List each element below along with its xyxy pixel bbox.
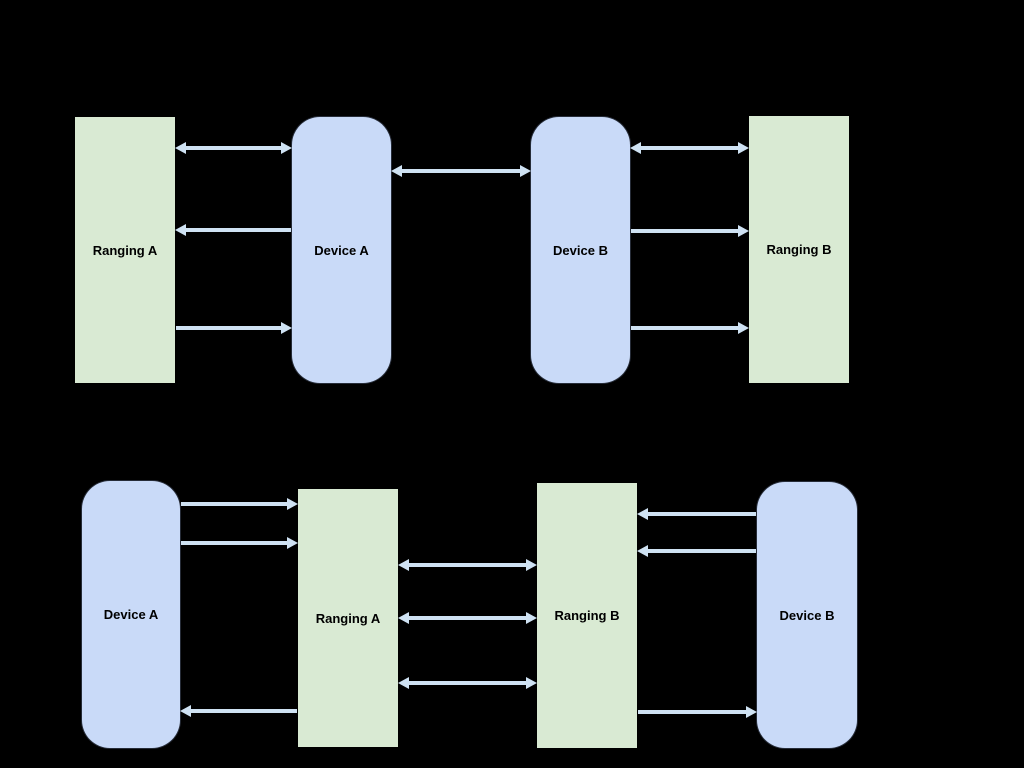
box-label: Ranging A [92, 242, 158, 258]
arrow-device-a-device-b-both [391, 164, 531, 178]
box-device-a-top: Device A [292, 117, 391, 383]
arrow-ranging-a-to-device-a [175, 321, 292, 335]
box-device-a-bottom: Device A [82, 481, 180, 748]
box-label: Ranging B [554, 608, 620, 623]
box-label: Device B [553, 242, 608, 258]
arrow-device-a-to-ranging-a-2 [180, 536, 298, 550]
arrow-device-b-to-ranging-b-2 [637, 544, 757, 558]
arrow-device-b-to-ranging-b-2 [630, 321, 749, 335]
box-ranging-a-bottom: Ranging A [298, 489, 398, 747]
box-ranging-b-bottom: Ranging B [537, 483, 637, 748]
box-label: Ranging B [766, 242, 832, 257]
arrow-ranging-a-ranging-b-both-1 [398, 558, 537, 572]
arrow-ranging-a-device-a-both [175, 141, 292, 155]
box-label: Device B [779, 607, 835, 623]
box-device-b-top: Device B [531, 117, 630, 383]
arrow-ranging-a-ranging-b-both-3 [398, 676, 537, 690]
box-device-b-bottom: Device B [757, 482, 857, 748]
box-label: Ranging A [315, 610, 381, 626]
arrow-device-b-to-ranging-b-1 [630, 224, 749, 238]
box-ranging-b-top: Ranging B [749, 116, 849, 383]
arrow-device-a-to-ranging-a-1 [180, 497, 298, 511]
box-label: Device A [103, 607, 159, 622]
box-label: Device A [314, 242, 369, 258]
arrow-ranging-a-to-device-a [180, 704, 298, 718]
arrow-ranging-b-to-device-b [637, 705, 757, 719]
arrow-ranging-a-ranging-b-both-2 [398, 611, 537, 625]
arrow-device-b-to-ranging-b-1 [637, 507, 757, 521]
box-ranging-a-top: Ranging A [75, 117, 175, 383]
arrow-device-b-ranging-b-both [630, 141, 749, 155]
arrow-device-a-to-ranging-a [175, 223, 292, 237]
